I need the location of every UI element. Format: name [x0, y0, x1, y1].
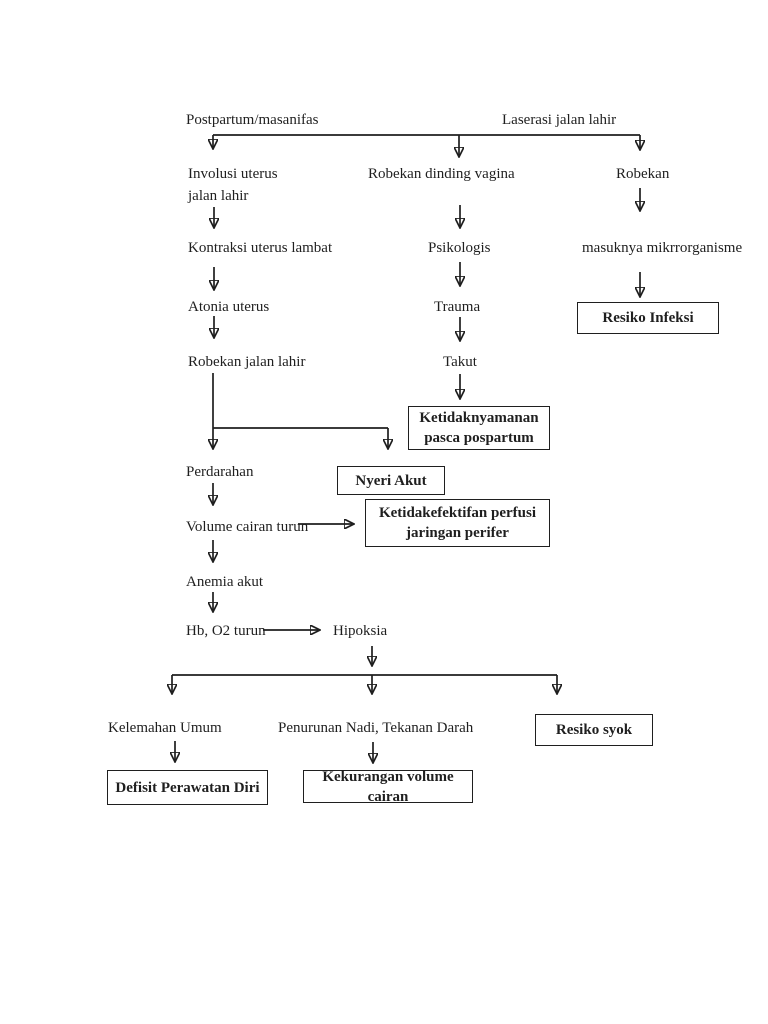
node-masuknya: masuknya mikrrorganisme — [582, 240, 743, 256]
node-robekan: Robekan — [616, 166, 670, 182]
node-kelemahan: Kelemahan Umum — [108, 720, 222, 736]
node-hb: Hb, O2 turun — [186, 623, 266, 639]
box-perfusi: Ketidakefektifan perfusi jaringan perife… — [365, 499, 550, 547]
box-ketidaknyamanan: Ketidaknyamanan pasca pospartum — [408, 406, 550, 450]
node-anemia: Anemia akut — [186, 574, 264, 590]
box-resiko-syok: Resiko syok — [535, 714, 653, 746]
node-trauma: Trauma — [434, 299, 481, 315]
box-kekurangan: Kekurangan volume cairan — [303, 769, 473, 805]
box-defisit: Defisit Perawatan Diri — [107, 770, 268, 805]
node-robekan-dinding: Robekan dinding vagina — [368, 166, 515, 182]
box-nyeri-akut: Nyeri Akut — [337, 466, 445, 495]
node-robekan-jalan: Robekan jalan lahir — [188, 354, 306, 370]
node-postpartum: Postpartum/masanifas — [186, 112, 319, 128]
node-psikologis: Psikologis — [428, 240, 491, 256]
node-atonia: Atonia uterus — [188, 299, 270, 315]
node-involusi: Involusi uterus jalan lahir — [188, 166, 278, 204]
node-takut: Takut — [443, 354, 477, 370]
node-penurunan: Penurunan Nadi, Tekanan Darah — [278, 720, 474, 736]
node-kontraksi: Kontraksi uterus lambat — [188, 240, 333, 256]
node-hipoksia: Hipoksia — [333, 623, 388, 639]
box-resiko-infeksi: Resiko Infeksi — [577, 302, 719, 334]
node-volume: Volume cairan turun — [186, 519, 309, 535]
node-laserasi: Laserasi jalan lahir — [502, 112, 617, 128]
node-perdarahan: Perdarahan — [186, 464, 254, 480]
